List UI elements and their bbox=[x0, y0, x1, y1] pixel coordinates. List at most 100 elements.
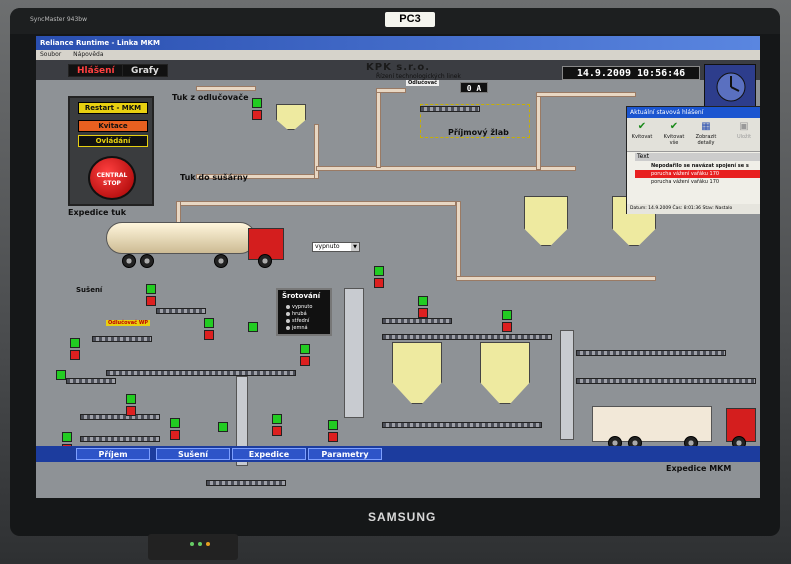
status-indicator[interactable] bbox=[62, 432, 72, 442]
control-button[interactable]: Ovládání bbox=[78, 135, 148, 147]
save-tool[interactable]: ▣ Uložit bbox=[731, 121, 757, 141]
conveyor bbox=[66, 378, 116, 384]
conveyor bbox=[420, 106, 480, 112]
tab-graphs[interactable]: Grafy bbox=[122, 64, 168, 77]
nav-tab-drying[interactable]: Sušení bbox=[156, 448, 230, 460]
monitor-model: SyncMaster 943bw bbox=[30, 16, 88, 23]
alarm-row[interactable]: porucha vážení vařáku 170 bbox=[651, 179, 720, 185]
status-indicator[interactable] bbox=[70, 338, 80, 348]
status-indicator[interactable] bbox=[502, 322, 512, 332]
status-indicator[interactable] bbox=[252, 98, 262, 108]
device-led bbox=[190, 542, 194, 546]
receiving-trough bbox=[420, 104, 530, 138]
nav-tab-dispatch[interactable]: Expedice bbox=[232, 448, 306, 460]
status-indicator[interactable] bbox=[126, 394, 136, 404]
hopper bbox=[276, 104, 306, 130]
pipe bbox=[376, 88, 381, 168]
acknowledge-button[interactable]: Kvitace bbox=[78, 120, 148, 132]
alarm-window-title: Aktuální stavová hlášení bbox=[627, 107, 760, 118]
status-indicator[interactable] bbox=[170, 430, 180, 440]
status-indicator[interactable] bbox=[374, 266, 384, 276]
nav-tab-parameters[interactable]: Parametry bbox=[308, 448, 382, 460]
conveyor bbox=[92, 336, 152, 342]
status-indicator[interactable] bbox=[146, 296, 156, 306]
label-fat-to-dryer: Tuk do sušárny bbox=[180, 173, 248, 182]
save-icon: ▣ bbox=[739, 121, 749, 132]
status-indicator[interactable] bbox=[418, 308, 428, 318]
header-subtitle: Řízení technologických linek bbox=[376, 73, 461, 80]
label-mkm-dispatch: Expedice MKM bbox=[666, 464, 732, 473]
conveyor bbox=[382, 422, 542, 428]
status-indicator[interactable] bbox=[272, 426, 282, 436]
status-indicator[interactable] bbox=[374, 278, 384, 288]
status-indicator[interactable] bbox=[248, 322, 258, 332]
status-indicator[interactable] bbox=[300, 344, 310, 354]
sorting-option[interactable]: vypnuto bbox=[286, 304, 312, 310]
alarm-row[interactable]: porucha vážení vařáku 170 bbox=[635, 170, 760, 178]
sorting-option[interactable]: jemná bbox=[286, 325, 308, 331]
conveyor bbox=[576, 378, 756, 384]
alarm-toolbar: ✔Kvitovat ✔ Kvitovat vše ▦Zobrazit detail… bbox=[627, 118, 760, 152]
chevron-down-icon[interactable]: ▼ bbox=[351, 243, 359, 251]
pc-label: PC3 bbox=[385, 12, 435, 27]
status-indicator[interactable] bbox=[252, 110, 262, 120]
status-indicator[interactable] bbox=[328, 432, 338, 442]
tool-label: Uložit bbox=[736, 134, 752, 140]
device-led bbox=[206, 542, 210, 546]
nav-tab-receiving[interactable]: Příjem bbox=[76, 448, 150, 460]
status-indicator[interactable] bbox=[170, 418, 180, 428]
status-indicator[interactable] bbox=[272, 414, 282, 424]
clock-icon bbox=[704, 64, 756, 108]
restart-button[interactable]: Restart - MKM bbox=[78, 102, 148, 114]
window-title: Reliance Runtime - Linka MKM bbox=[36, 36, 760, 50]
device-led bbox=[198, 542, 202, 546]
label-drying: Sušení bbox=[76, 286, 103, 294]
device-below-monitor bbox=[148, 534, 238, 560]
checkmark-icon: ✔ bbox=[669, 121, 679, 132]
mode-dropdown-value: vypnuto bbox=[315, 243, 340, 250]
control-panel: Restart - MKM Kvitace Ovládání CENTRAL S… bbox=[68, 96, 154, 206]
status-indicator[interactable] bbox=[126, 406, 136, 416]
wheel bbox=[122, 254, 136, 268]
wheel bbox=[258, 254, 272, 268]
pipe bbox=[536, 92, 541, 170]
pipe bbox=[196, 86, 256, 91]
hopper bbox=[392, 342, 442, 404]
acknowledge-all-tool[interactable]: ✔ Kvitovat vše bbox=[661, 121, 687, 147]
conveyor bbox=[80, 436, 160, 442]
sorting-option[interactable]: střední bbox=[286, 318, 309, 324]
tool-label: Kvitovat vše bbox=[663, 134, 685, 146]
tab-alarms[interactable]: Hlášení bbox=[68, 64, 124, 77]
acknowledge-tool[interactable]: ✔Kvitovat bbox=[629, 122, 655, 141]
show-details-tool[interactable]: ▦Zobrazit detaily bbox=[693, 122, 719, 147]
label-fat-dispatch: Expedice tuk bbox=[68, 208, 127, 217]
status-indicator[interactable] bbox=[300, 356, 310, 366]
sorting-title: Šrotování bbox=[282, 292, 321, 300]
status-indicator[interactable] bbox=[146, 284, 156, 294]
status-indicator[interactable] bbox=[418, 296, 428, 306]
menu-file[interactable]: Soubor bbox=[40, 51, 62, 58]
bucket-elevator bbox=[236, 376, 248, 466]
tool-label: Zobrazit detaily bbox=[695, 134, 717, 146]
alarm-row[interactable]: Nepodařilo se navázat spojení se s bbox=[651, 163, 749, 169]
status-indicator[interactable] bbox=[204, 318, 214, 328]
status-indicator[interactable] bbox=[204, 330, 214, 340]
sorting-option[interactable]: hrubá bbox=[286, 311, 307, 317]
central-stop-button[interactable]: CENTRAL STOP bbox=[88, 156, 136, 200]
conveyor bbox=[382, 334, 552, 340]
label-cleaner: Odlučovač bbox=[406, 80, 440, 86]
conveyor bbox=[106, 370, 296, 376]
wheel bbox=[214, 254, 228, 268]
pipe bbox=[456, 201, 461, 281]
status-indicator[interactable] bbox=[70, 350, 80, 360]
pipe bbox=[316, 166, 576, 171]
scada-screen: Reliance Runtime - Linka MKM Soubor Nápo… bbox=[36, 36, 760, 498]
status-indicator[interactable] bbox=[56, 370, 66, 380]
mode-dropdown[interactable]: vypnuto ▼ bbox=[312, 242, 360, 252]
menu-help[interactable]: Nápověda bbox=[73, 51, 104, 58]
status-indicator[interactable] bbox=[502, 310, 512, 320]
conveyor bbox=[156, 308, 206, 314]
status-indicator[interactable] bbox=[328, 420, 338, 430]
company-name: KPK s.r.o. bbox=[366, 62, 431, 73]
status-indicator[interactable] bbox=[218, 422, 228, 432]
